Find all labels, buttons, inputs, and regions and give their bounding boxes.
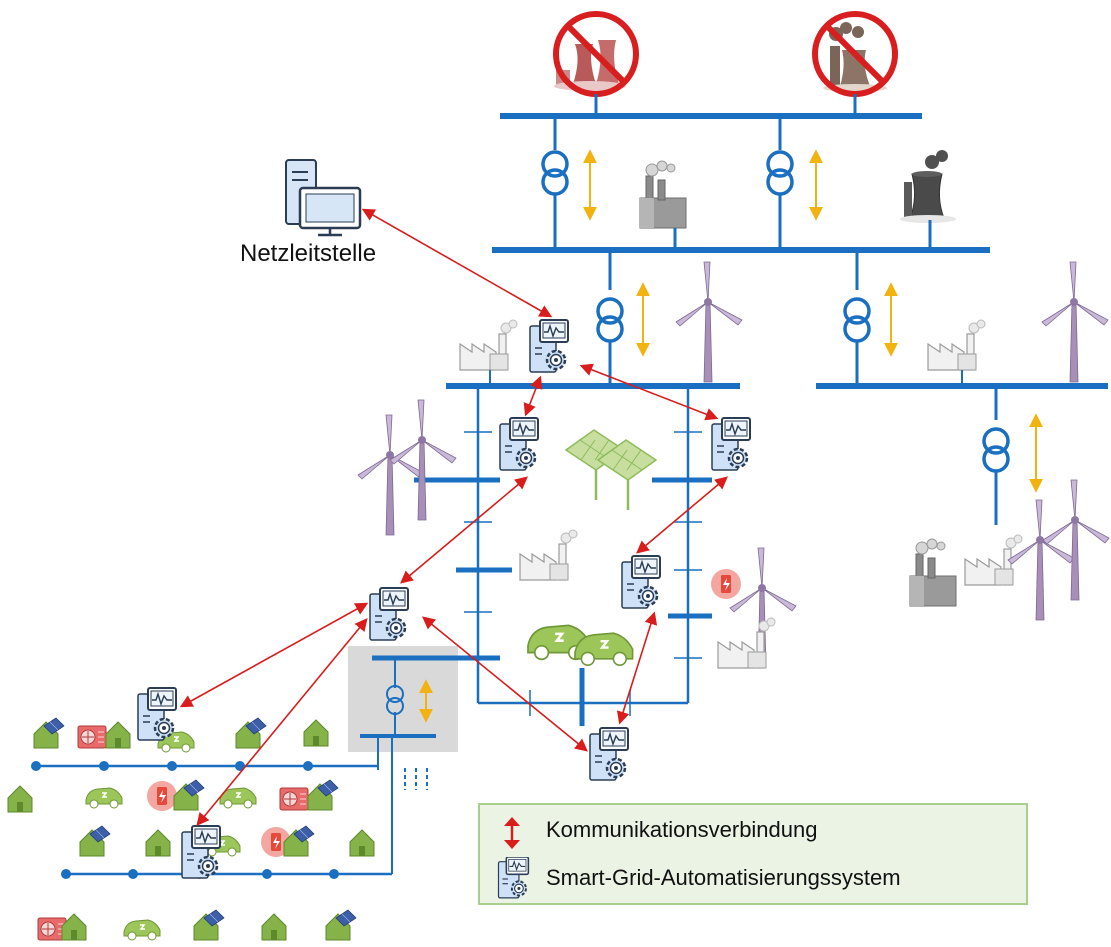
automation-system-icon [710, 416, 752, 472]
control-center-label: Netzleitstelle [240, 240, 377, 267]
electric-car-icon [85, 787, 123, 809]
house-icon [79, 825, 111, 857]
house-icon [303, 719, 329, 747]
house-icon [261, 913, 287, 941]
heat-pump-icon [279, 787, 309, 811]
house-icon [7, 785, 33, 813]
factory-icon [519, 529, 578, 581]
factory-icon [639, 160, 687, 229]
nuclear-plant-prohibited [553, 11, 639, 116]
battery-storage-icon [711, 569, 741, 599]
coal-plant-prohibited [812, 11, 898, 116]
house-icon [235, 717, 267, 749]
subtransmission-grid [446, 250, 1109, 525]
low-voltage-feeder-2 [61, 869, 392, 879]
electric-car-icon [123, 919, 161, 941]
cooling-tower-icon [899, 149, 957, 224]
wind-turbine-icon [1042, 479, 1110, 601]
house-icon [173, 779, 205, 811]
wind-turbine-icon [1041, 261, 1109, 383]
house-icon [307, 779, 339, 811]
factory-icon [909, 538, 957, 607]
legend-automation-label: Smart-Grid-Automatisierungssystem [546, 865, 901, 890]
automation-system-icon [498, 416, 540, 472]
house-icon [325, 909, 357, 941]
legend: Kommunikationsverbindung Smart-Grid-Auto… [478, 803, 1028, 905]
house-icon [105, 721, 131, 749]
house-icon [145, 829, 171, 857]
wind-turbine-icon [675, 261, 743, 383]
low-voltage-feeder-1 [31, 761, 378, 771]
factory-icon [459, 319, 518, 371]
transmission-grid [492, 113, 990, 253]
house-icon [33, 717, 65, 749]
legend-communication-label: Kommunikationsverbindung [546, 817, 818, 842]
house-icon [193, 909, 225, 941]
automation-system-icon [528, 318, 570, 374]
automation-system-icon [136, 686, 178, 742]
wind-turbine-icon [357, 414, 425, 536]
electric-car-icon [526, 624, 634, 667]
house-icon [349, 829, 375, 857]
house-icon [283, 825, 315, 857]
heat-pump-icon [77, 725, 107, 749]
automation-system-icon [368, 586, 410, 642]
automation-system-icon [497, 857, 530, 899]
factory-icon [927, 319, 986, 371]
battery-storage-icon [147, 781, 177, 811]
communication-links [179, 208, 728, 826]
wind-turbine-icon [1007, 499, 1075, 621]
automation-system-icon [588, 726, 630, 782]
automation-system-icon [620, 554, 662, 610]
communication-arrow-icon [504, 817, 520, 849]
computer-icon [285, 159, 362, 237]
factory-icon [717, 617, 776, 669]
